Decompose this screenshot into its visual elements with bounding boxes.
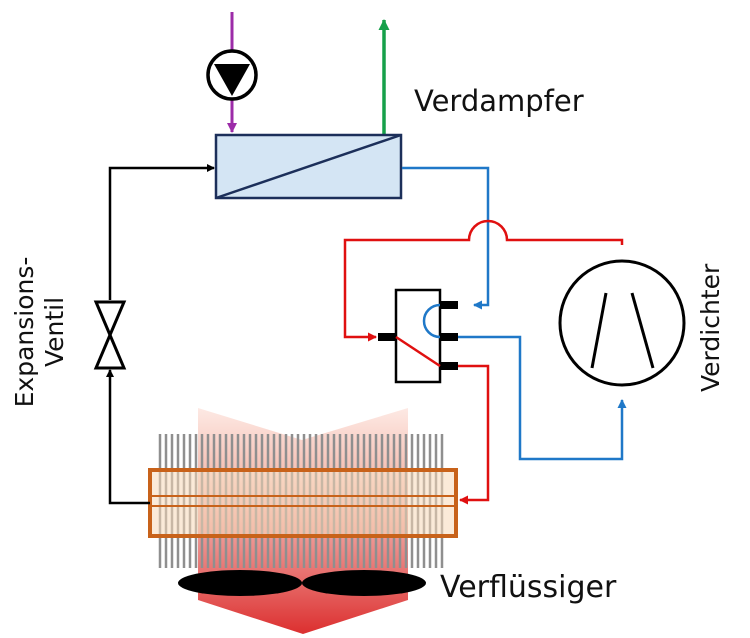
expansion-label-line2: Ventil — [40, 296, 69, 368]
condenser-label: Verflüssiger — [440, 570, 617, 605]
suction-line-end — [473, 236, 490, 310]
expansion-to-evaporator-line — [108, 164, 215, 300]
expansion-valve-icon — [93, 300, 127, 370]
suction-line — [402, 166, 490, 236]
evaporator-label: Verdampfer — [414, 84, 584, 118]
expansion-label-line1: Expansions- — [10, 256, 39, 408]
compressor — [558, 259, 686, 387]
four-way-valve — [378, 288, 458, 384]
valve-to-condenser-line — [444, 364, 490, 505]
liquid-line — [106, 369, 150, 505]
expansion-valve-label: Expansions- Ventil — [10, 232, 70, 432]
evaporator — [214, 133, 403, 200]
hot-gas-line — [343, 219, 624, 342]
fan-icon — [178, 570, 426, 596]
compressor-label: Verdichter — [696, 263, 725, 392]
valve-to-compressor-line — [444, 335, 627, 461]
pump-icon — [206, 49, 258, 101]
condenser — [148, 468, 458, 538]
